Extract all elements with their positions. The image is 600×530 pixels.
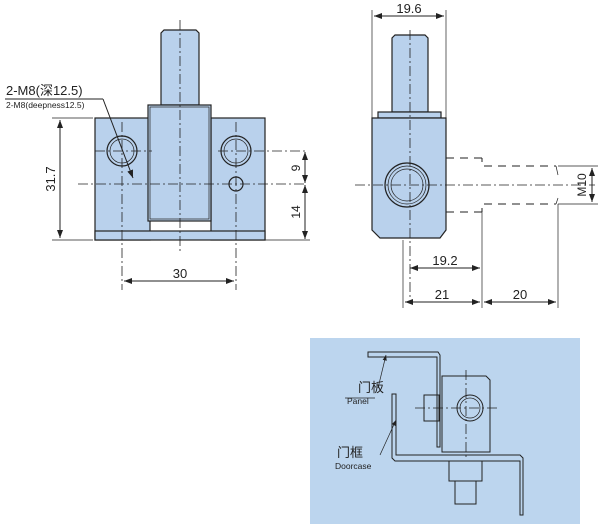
dim-offset: 19.2 — [432, 253, 457, 268]
dim-upper: 9 — [289, 164, 303, 171]
doorcase-bracket — [391, 393, 524, 516]
dim-lower: 14 — [289, 205, 303, 219]
dim-hole-spacing: 30 — [173, 266, 187, 281]
thread-note-cn: 2-M8(深12.5) — [6, 83, 83, 98]
dim-thread: M10 — [575, 173, 589, 197]
doorcase-label-en: Doorcase — [335, 461, 372, 471]
bolt-thread — [454, 480, 477, 505]
installation-view: 门板 Panel 门框 Doorcase — [310, 338, 580, 524]
dim-depth: 21 — [435, 287, 449, 302]
dim-extension: 20 — [513, 287, 527, 302]
panel-label-en: Panel — [347, 396, 369, 406]
install-background — [310, 338, 580, 524]
collar — [377, 111, 442, 119]
dim-height: 31.7 — [43, 166, 58, 191]
hinge-body-install — [441, 375, 491, 453]
body-center — [147, 104, 212, 222]
dim-width: 19.6 — [396, 1, 421, 16]
thread-note-en: 2-M8(deepness12.5) — [6, 100, 85, 110]
doorcase-label-cn: 门框 — [337, 445, 363, 460]
side-view: 19.6 M10 19.2 21 20 — [355, 1, 598, 308]
front-view: 2-M8(深12.5) 2-M8(deepness12.5) 31.7 30 9… — [5, 20, 310, 290]
panel-bracket — [367, 351, 441, 448]
panel-label-cn: 门板 — [358, 380, 384, 395]
